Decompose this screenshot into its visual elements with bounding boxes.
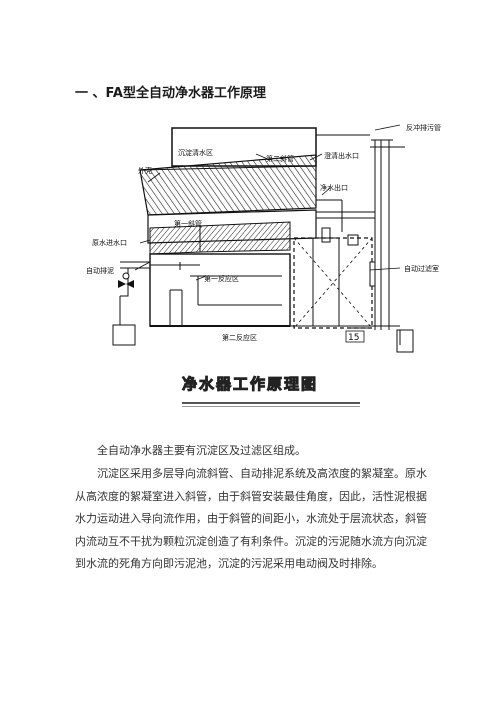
label-auto-sludge: 自动排泥: [86, 266, 114, 275]
label-second-inclined-tube: 第二斜管: [266, 154, 294, 163]
label-raw-water-inlet: 原水进水口: [92, 238, 127, 247]
paragraph-intro: 全自动净水器主要有沉淀区及过滤区组成。: [97, 444, 306, 457]
label-number-mark: 15: [348, 333, 359, 343]
label-outer-shell: 外壳: [138, 166, 152, 175]
paragraph-sedimentation: 沉淀区采用多层导向流斜管、自动排泥系统及高浓度的絮凝室。原水从高浓度的絮凝室进入…: [75, 467, 427, 570]
label-second-reaction-zone: 第二反应区: [222, 333, 257, 342]
label-auto-filter-chamber: 自动过滤室: [404, 264, 439, 273]
label-first-reaction-zone: 第一反应区: [204, 274, 239, 283]
caption-underline: [182, 402, 360, 404]
label-clear-water-outlet: 澄清出水口: [324, 151, 359, 160]
label-sedimentation-water-zone: 沉淀清水区: [178, 148, 213, 157]
pipework: [112, 130, 414, 353]
sludge-valve-icon: [118, 272, 134, 288]
label-first-inclined-tube: 第一斜管: [174, 219, 202, 228]
diagram-caption: 净水器工作原理图: [182, 375, 319, 394]
caption-underline-thin: [182, 406, 360, 407]
label-purified-outlet: 净水出口: [320, 183, 348, 192]
diagram-caption-block: 净水器工作原理图: [182, 373, 362, 407]
section-heading: 一 、FA型全自动净水器工作原理: [75, 86, 266, 101]
filter-chamber: [293, 227, 376, 329]
label-backwash-pipe: 反冲排污管: [406, 123, 441, 132]
